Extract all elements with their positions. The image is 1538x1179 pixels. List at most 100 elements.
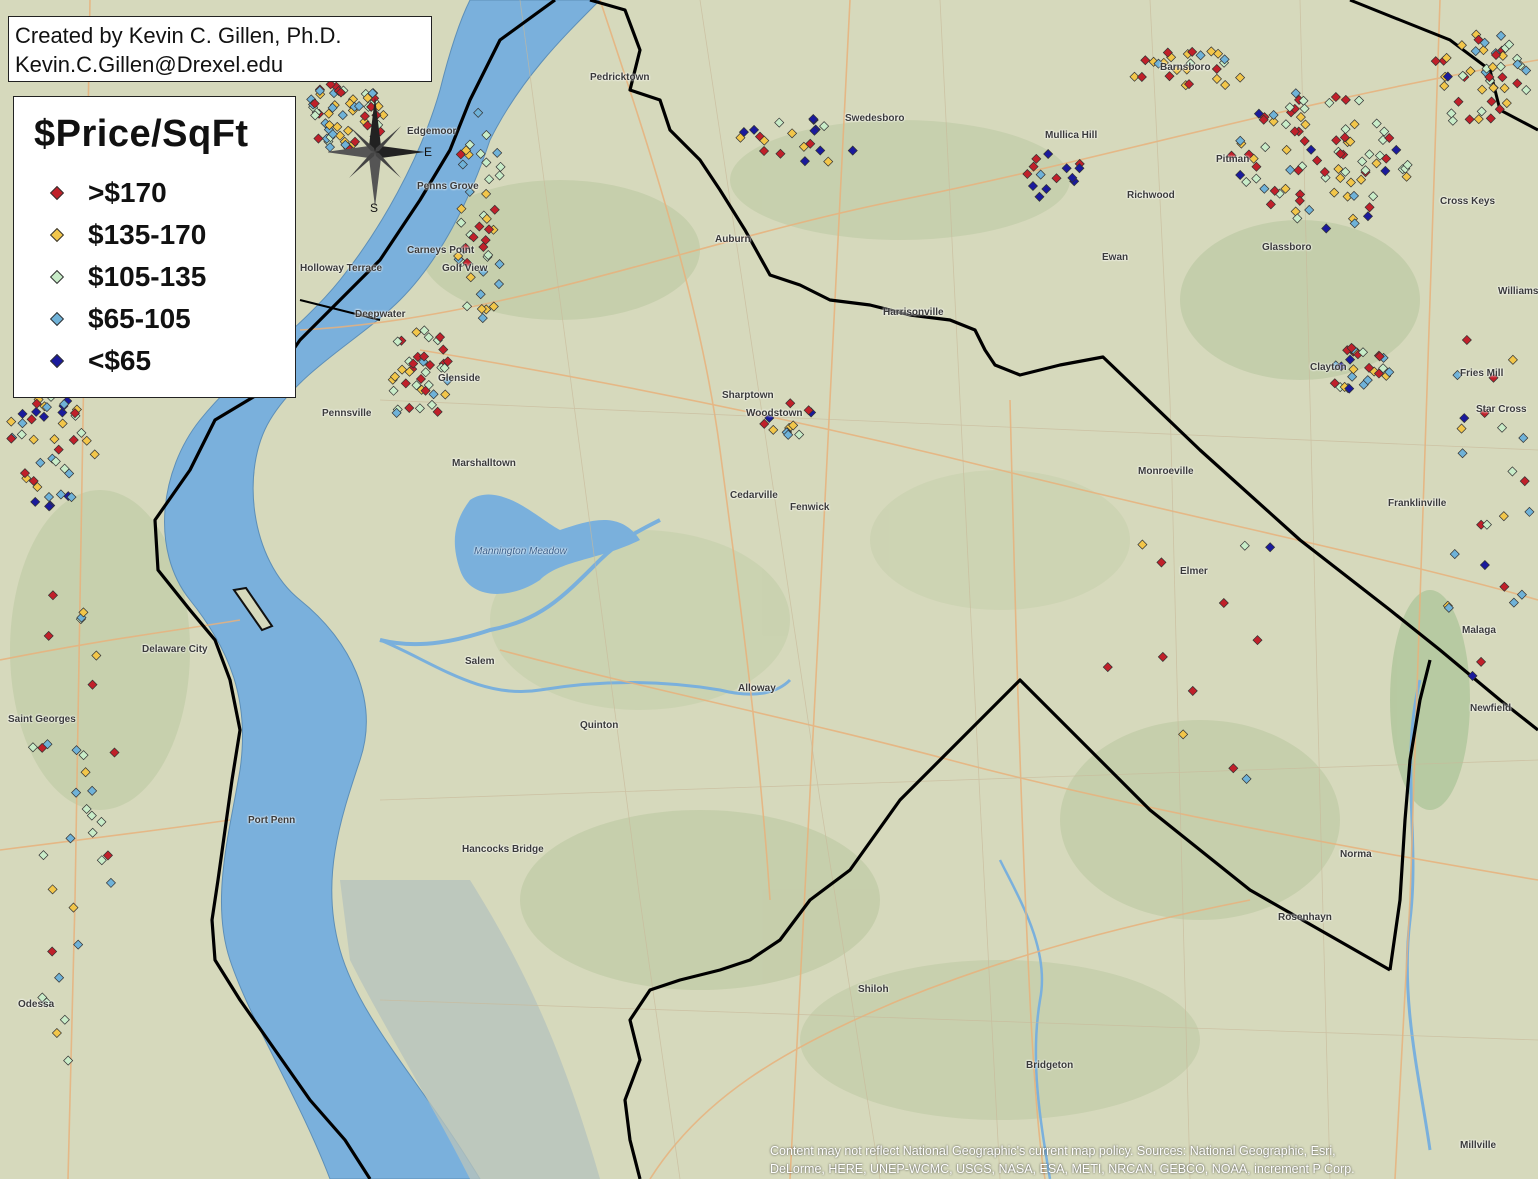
price-point-marker[interactable] <box>442 356 453 367</box>
price-point-marker[interactable] <box>1473 34 1484 45</box>
price-point-marker[interactable] <box>1488 82 1499 93</box>
price-point-marker[interactable] <box>309 98 320 109</box>
price-point-marker[interactable] <box>465 272 476 283</box>
price-point-marker[interactable] <box>1459 413 1470 424</box>
price-point-marker[interactable] <box>69 408 80 419</box>
price-point-marker[interactable] <box>1157 651 1168 662</box>
price-point-marker[interactable] <box>332 121 343 132</box>
price-point-marker[interactable] <box>1335 148 1346 159</box>
price-point-marker[interactable] <box>54 972 65 983</box>
price-point-marker[interactable] <box>1512 78 1523 89</box>
price-point-marker[interactable] <box>1265 199 1276 210</box>
price-point-marker[interactable] <box>1028 161 1039 172</box>
price-point-marker[interactable] <box>27 742 38 753</box>
price-point-marker[interactable] <box>1340 94 1351 105</box>
price-point-marker[interactable] <box>764 413 775 424</box>
price-point-marker[interactable] <box>1268 110 1279 121</box>
price-point-marker[interactable] <box>367 88 378 99</box>
price-point-marker[interactable] <box>1486 96 1497 107</box>
price-point-marker[interactable] <box>313 133 324 144</box>
price-point-marker[interactable] <box>1265 542 1276 553</box>
price-point-marker[interactable] <box>456 203 467 214</box>
price-point-marker[interactable] <box>1171 65 1182 76</box>
price-point-marker[interactable] <box>478 241 489 253</box>
price-point-marker[interactable] <box>1251 173 1262 184</box>
price-point-marker[interactable] <box>1156 557 1167 568</box>
price-point-marker[interactable] <box>1344 383 1355 394</box>
price-point-marker[interactable] <box>481 157 492 168</box>
price-point-marker[interactable] <box>19 468 30 479</box>
price-point-marker[interactable] <box>785 398 796 409</box>
price-point-marker[interactable] <box>414 403 425 414</box>
price-point-marker[interactable] <box>37 742 48 753</box>
price-point-marker[interactable] <box>494 259 505 270</box>
price-point-marker[interactable] <box>57 418 68 429</box>
price-point-marker[interactable] <box>1481 519 1492 530</box>
price-point-marker[interactable] <box>30 496 41 507</box>
price-point-marker[interactable] <box>44 501 55 512</box>
price-point-marker[interactable] <box>314 85 325 96</box>
price-point-marker[interactable] <box>1453 96 1464 107</box>
price-point-marker[interactable] <box>488 301 499 312</box>
price-point-marker[interactable] <box>1461 334 1472 345</box>
price-point-marker[interactable] <box>1034 191 1045 202</box>
price-point-marker[interactable] <box>1258 114 1269 125</box>
price-point-marker[interactable] <box>1449 549 1460 560</box>
price-point-marker[interactable] <box>774 117 785 128</box>
price-point-marker[interactable] <box>420 385 431 396</box>
price-point-marker[interactable] <box>1235 72 1246 83</box>
price-point-marker[interactable] <box>1329 187 1340 198</box>
price-point-marker[interactable] <box>468 232 479 243</box>
price-point-marker[interactable] <box>1051 173 1062 184</box>
price-point-marker[interactable] <box>473 107 484 118</box>
price-point-marker[interactable] <box>1295 112 1306 123</box>
price-point-marker[interactable] <box>63 1055 74 1066</box>
price-point-marker[interactable] <box>1043 148 1054 159</box>
price-point-marker[interactable] <box>1439 81 1450 92</box>
price-point-marker[interactable] <box>343 125 354 136</box>
price-point-marker[interactable] <box>325 79 336 90</box>
price-point-marker[interactable] <box>1348 190 1360 201</box>
price-point-marker[interactable] <box>847 145 858 156</box>
price-point-marker[interactable] <box>1512 53 1523 64</box>
price-point-marker[interactable] <box>1321 223 1332 234</box>
price-point-marker[interactable] <box>1384 132 1395 144</box>
price-point-marker[interactable] <box>460 242 471 253</box>
price-point-marker[interactable] <box>327 102 338 113</box>
price-point-marker[interactable] <box>758 146 770 157</box>
price-point-marker[interactable] <box>1137 539 1148 550</box>
price-point-marker[interactable] <box>49 434 60 445</box>
price-point-marker[interactable] <box>759 418 770 429</box>
price-point-marker[interactable] <box>1153 58 1164 69</box>
price-point-marker[interactable] <box>1442 71 1453 82</box>
price-point-marker[interactable] <box>1381 153 1392 164</box>
price-point-marker[interactable] <box>815 145 826 156</box>
price-point-marker[interactable] <box>1374 351 1385 362</box>
price-point-marker[interactable] <box>43 630 54 641</box>
price-point-marker[interactable] <box>1299 103 1310 114</box>
price-point-marker[interactable] <box>1235 169 1246 180</box>
price-point-marker[interactable] <box>483 224 494 235</box>
price-point-marker[interactable] <box>1333 163 1344 175</box>
price-point-marker[interactable] <box>1041 183 1052 195</box>
price-point-marker[interactable] <box>1356 174 1367 185</box>
price-point-marker[interactable] <box>1335 172 1346 184</box>
price-point-marker[interactable] <box>1340 166 1351 177</box>
price-point-marker[interactable] <box>71 787 82 798</box>
price-point-marker[interactable] <box>1456 40 1467 51</box>
price-point-marker[interactable] <box>1391 144 1402 155</box>
price-point-marker[interactable] <box>1268 116 1279 127</box>
price-point-marker[interactable] <box>1243 149 1254 160</box>
price-point-marker[interactable] <box>362 92 373 103</box>
price-point-marker[interactable] <box>1035 169 1046 180</box>
price-point-marker[interactable] <box>91 650 102 661</box>
price-point-marker[interactable] <box>1102 662 1113 673</box>
price-point-marker[interactable] <box>1304 204 1315 215</box>
price-point-marker[interactable] <box>38 411 49 422</box>
price-point-marker[interactable] <box>1349 218 1360 229</box>
price-point-marker[interactable] <box>1456 423 1467 434</box>
price-point-marker[interactable] <box>1465 66 1476 77</box>
price-point-marker[interactable] <box>1447 115 1458 126</box>
price-point-marker[interactable] <box>334 130 345 141</box>
